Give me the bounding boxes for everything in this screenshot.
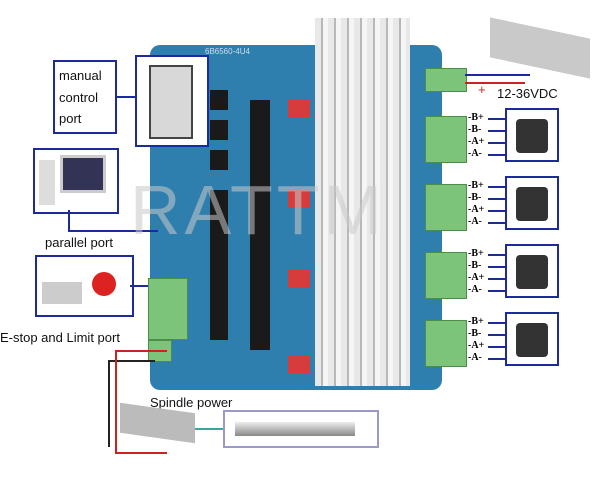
manual-control-port-box: manual control port xyxy=(53,60,117,134)
motor-wire-labels: -B+-B--A+-A- xyxy=(468,316,506,368)
wire-label: -A+ xyxy=(468,340,485,351)
motor-terminal xyxy=(425,184,467,231)
spindle-power-label: Spindle power xyxy=(150,395,233,410)
manual-port-frame xyxy=(135,55,209,147)
power-supply-image xyxy=(490,17,590,79)
stepper-motor-icon xyxy=(516,187,548,221)
watermark: RATTM xyxy=(130,171,386,249)
wire-label: -A- xyxy=(468,216,482,227)
stepper-motor-icon xyxy=(516,119,548,153)
wire-label: -B- xyxy=(468,124,482,135)
wire-label: -A+ xyxy=(468,272,485,283)
heatsink xyxy=(315,18,410,386)
wire-label: -B- xyxy=(468,328,482,339)
board-label: 6B6560-4U4 xyxy=(205,47,250,56)
wire-label: -B+ xyxy=(468,112,484,123)
motor-wire-labels: -B+-B--A+-A- xyxy=(468,112,506,164)
motor-wire-labels: -B+-B--A+-A- xyxy=(468,180,506,232)
limit-switch-image xyxy=(35,255,134,317)
stepper-motor-icon xyxy=(516,323,548,357)
wire-label: -A+ xyxy=(468,204,485,215)
computer-image xyxy=(33,148,119,214)
estop-limit-label: E-stop and Limit port xyxy=(0,330,120,345)
stepper-motor-1 xyxy=(505,108,559,162)
wire-label: -A- xyxy=(468,284,482,295)
wire-label: -B+ xyxy=(468,316,484,327)
wire-label: -A+ xyxy=(468,136,485,147)
motor-terminal xyxy=(425,116,467,163)
wire-label: -A- xyxy=(468,148,482,159)
stepper-motor-2 xyxy=(505,176,559,230)
wire-label: -B+ xyxy=(468,180,484,191)
spindle-image xyxy=(223,410,379,448)
wire-label: -A- xyxy=(468,352,482,363)
wire-label: -B+ xyxy=(468,248,484,259)
motor-terminal xyxy=(425,320,467,367)
stepper-motor-4 xyxy=(505,312,559,366)
stepper-motor-icon xyxy=(516,255,548,289)
motor-terminal xyxy=(425,252,467,299)
motor-wire-labels: -B+-B--A+-A- xyxy=(468,248,506,300)
stepper-motor-3 xyxy=(505,244,559,298)
parallel-port-label: parallel port xyxy=(45,235,113,250)
wire-label: -B- xyxy=(468,260,482,271)
wire-label: -B- xyxy=(468,192,482,203)
voltage-label: 12-36VDC xyxy=(497,86,558,101)
